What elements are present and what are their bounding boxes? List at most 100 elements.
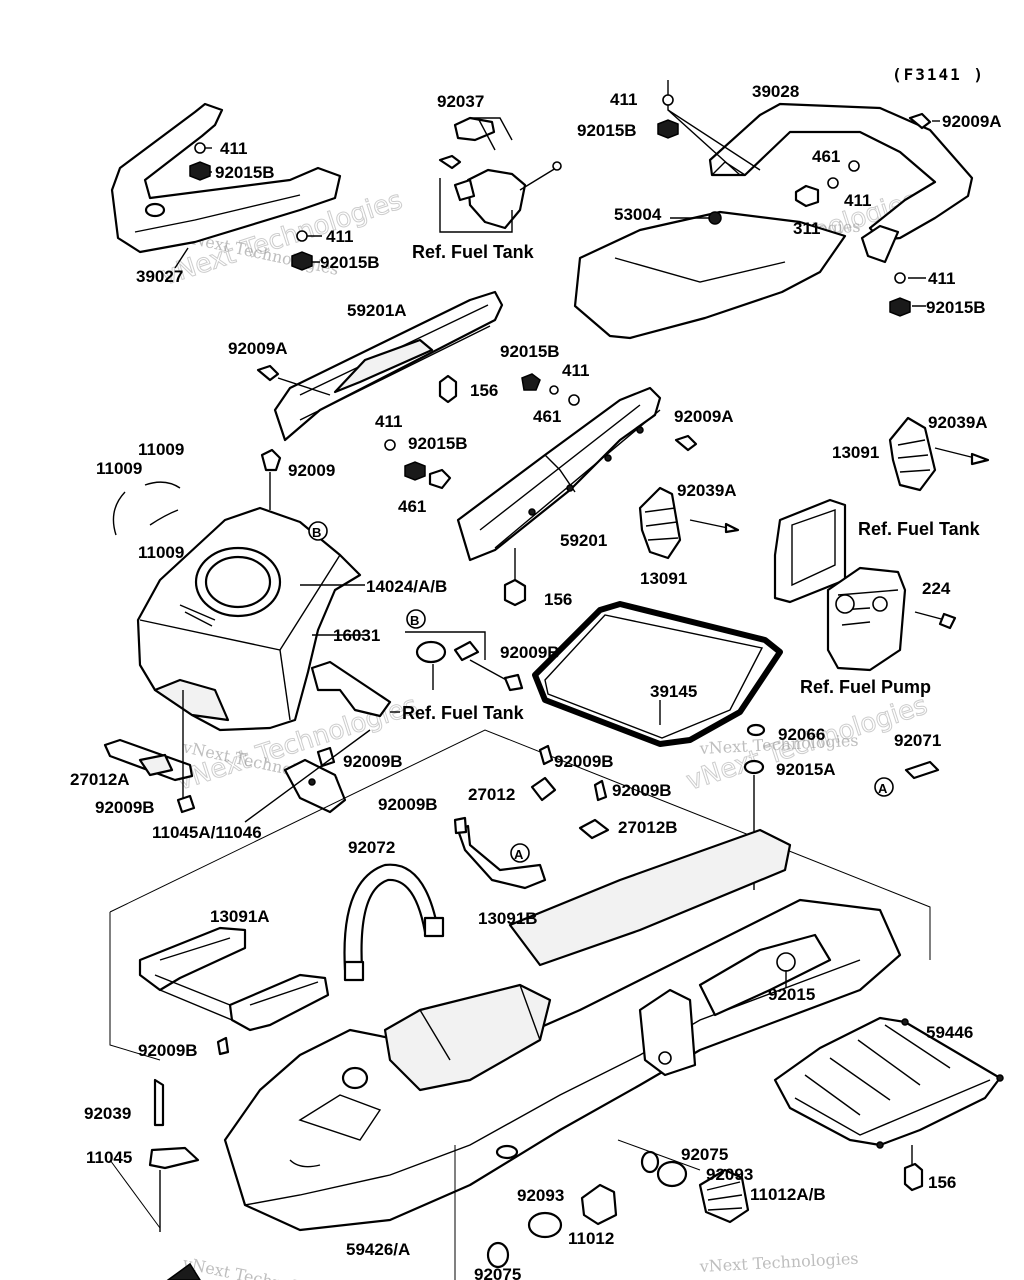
part-number-label: 53004 <box>614 205 662 224</box>
part-number-label: 92015 <box>768 985 815 1004</box>
bracket-icon <box>148 1146 200 1170</box>
plug-icon <box>486 1241 510 1269</box>
mount-bracket <box>310 660 400 718</box>
part-number-label: 92075 <box>474 1265 521 1280</box>
part-number-label: 59446 <box>926 1023 973 1042</box>
part-number-label: 92039 <box>84 1104 131 1123</box>
washer-icon <box>662 94 674 106</box>
bolt-icon <box>503 578 527 607</box>
grommet-icon <box>794 184 820 208</box>
part-number-label: 92015B <box>500 342 560 361</box>
skid-plate <box>773 1016 1004 1149</box>
part-number-label: 27012 <box>468 785 515 804</box>
nut-icon <box>578 818 610 840</box>
part-number-label: 411 <box>220 139 247 158</box>
thread-lines <box>706 1181 743 1211</box>
bolt-icon <box>256 364 280 382</box>
part-number-label: 92009B <box>612 781 672 800</box>
leader-line <box>667 109 741 176</box>
bolt-icon <box>438 374 458 404</box>
part-number-label: 59426/A <box>346 1240 410 1259</box>
part-number-label: 92093 <box>706 1165 753 1184</box>
leader-line <box>277 377 331 396</box>
nut-icon <box>521 373 541 391</box>
part-number-label: 92009A <box>674 407 734 426</box>
part-number-label: 92009A <box>228 339 288 358</box>
part-number-label: 92015B <box>577 121 637 140</box>
gasket-ring <box>532 601 783 747</box>
bolt-icon <box>503 673 524 692</box>
callout-a <box>510 843 530 863</box>
part-number-label: 39028 <box>752 82 799 101</box>
part-number-label: 13091A <box>210 907 270 926</box>
seat-pad <box>573 210 847 340</box>
fuel-valve <box>438 116 562 233</box>
part-number-label: 411 <box>326 227 353 246</box>
part-number-label: 461 <box>398 497 426 516</box>
callout-b <box>308 521 328 541</box>
bolt-icon <box>593 779 608 802</box>
nut-icon <box>291 251 313 271</box>
callout-b <box>406 609 426 629</box>
part-number-label: 92009B <box>378 795 438 814</box>
washer-icon <box>848 160 860 172</box>
rear-bracket-11045a <box>283 758 347 814</box>
screw-icon <box>260 448 282 472</box>
nut-icon <box>889 297 911 317</box>
part-number-label: 11012A/B <box>750 1185 826 1204</box>
part-number-label: 11012 <box>568 1229 614 1248</box>
part-number-label: 156 <box>928 1173 956 1192</box>
part-number-label: 92066 <box>778 725 825 744</box>
bolt-icon <box>903 1162 924 1192</box>
leader-lines <box>908 277 926 307</box>
foot-pad-bracket <box>138 926 330 1032</box>
grommet-icon <box>746 723 766 737</box>
pin-icon <box>153 1078 165 1127</box>
group-box <box>454 1139 701 1280</box>
washer-icon <box>549 385 559 395</box>
nut-icon <box>530 776 557 802</box>
handle-grip-left <box>110 102 342 254</box>
part-number-label: 11045 <box>86 1148 132 1167</box>
part-number-label: 311 <box>793 219 820 238</box>
part-number-label: 92072 <box>348 838 395 857</box>
fuel-tank-hoses <box>112 481 181 536</box>
bolt-icon <box>674 434 698 452</box>
handle-grip-right <box>708 102 974 264</box>
washer-icon <box>296 230 308 242</box>
plug-icon <box>527 1211 563 1239</box>
bolt-icon <box>176 794 196 814</box>
part-number-label: 92009B <box>343 752 403 771</box>
part-number-label: 92009B <box>95 798 155 817</box>
ref-fuel-pump: Ref. Fuel Pump <box>800 677 931 697</box>
group-box <box>109 1159 161 1229</box>
ref-fuel-tank: Ref. Fuel Tank <box>858 519 981 539</box>
group-box <box>109 912 161 1061</box>
part-number-label: 16031 <box>333 626 380 645</box>
callout-letter: B <box>312 525 321 540</box>
hull-body <box>223 828 902 1232</box>
callout-letter: A <box>878 781 888 796</box>
strap-bracket-27012a <box>103 738 194 782</box>
leader-lines <box>300 584 365 636</box>
side-cover-upper <box>273 290 504 442</box>
part-number-label: 461 <box>812 147 840 166</box>
fuel-tank-fitting <box>405 631 511 690</box>
part-number-label: 27012A <box>70 770 130 789</box>
part-number-label: 13091 <box>640 569 687 588</box>
part-number-label: 92039A <box>928 413 988 432</box>
part-number-label: 92015B <box>926 298 986 317</box>
hold-down-strap <box>343 863 445 982</box>
part-number-label: 411 <box>844 191 871 210</box>
grommet-icon <box>428 468 452 490</box>
bolt-icon <box>316 746 336 768</box>
part-number-label: 92009A <box>942 112 1002 131</box>
part-number-label: 92015B <box>408 434 468 453</box>
bolt-icon <box>216 1036 230 1056</box>
fuel-tank <box>136 506 362 732</box>
plug-icon <box>656 1160 688 1188</box>
part-number-label: 92015B <box>215 163 275 182</box>
bolt-icon <box>453 816 468 835</box>
side-cover-lower <box>456 386 662 562</box>
